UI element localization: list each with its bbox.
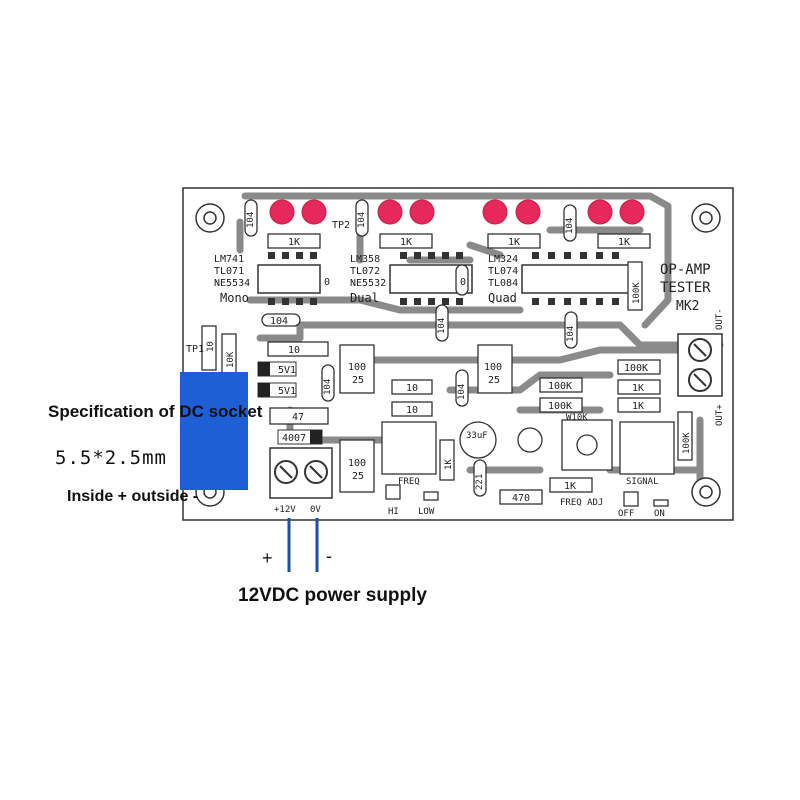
tp1-label: TP1 [186, 344, 204, 355]
diodes [257, 361, 323, 445]
ic-pins [268, 252, 619, 305]
quad-label: Quad [488, 291, 517, 305]
diode-4007: 4007 [282, 433, 306, 444]
freq-hi: HI [388, 507, 399, 517]
dc-socket [180, 372, 248, 490]
signal-label: SIGNAL [626, 477, 659, 487]
socket-size-label: 5.5*2.5mm [55, 447, 167, 469]
freq-adj: FREQ ADJ [560, 498, 603, 508]
dual-chip-2: NE5532 [350, 278, 386, 289]
cap-104-c: 104 [357, 212, 367, 228]
plus-sign: + [262, 548, 273, 568]
ecap-a-val: 100 [348, 362, 366, 373]
freq-low: LOW [418, 507, 435, 517]
led-res-1: 1K [288, 237, 300, 248]
mono-chip-0: LM741 [214, 254, 244, 265]
polarity-label: Inside + outside - [67, 488, 199, 505]
res-1k-b: 1K [632, 401, 644, 412]
cap-104-g: 104 [323, 379, 333, 395]
title-line1: OP-AMP [660, 262, 711, 278]
res-1k-c: 1K [564, 481, 576, 492]
res-100k-a: 100K [548, 381, 572, 392]
cap-0: 0 [460, 277, 466, 288]
res-10-b: 10 [406, 383, 418, 394]
v0-label: 0V [310, 505, 321, 515]
res-470: 470 [512, 493, 530, 504]
switches [381, 419, 675, 507]
tp2-label: TP2 [332, 220, 350, 231]
power-terminal [269, 447, 333, 499]
mono-chip-1: TL071 [214, 266, 244, 277]
signal-on: ON [654, 509, 665, 519]
electrolytic-caps [339, 344, 513, 493]
cap-104-b: 104 [246, 212, 256, 228]
res-1k-a: 1K [632, 383, 644, 394]
output-terminal [677, 333, 723, 397]
ceramic-caps [244, 199, 578, 497]
dual-chip-0: LM358 [350, 254, 380, 265]
res-1k-vert: 1K [444, 459, 454, 470]
res-100k-vert-b: 100K [682, 432, 692, 454]
quad-chip-0: LM324 [488, 254, 518, 265]
mono-label: Mono [220, 291, 249, 305]
cap-104-h: 104 [457, 384, 467, 400]
res-47: 47 [292, 412, 304, 423]
v12-label: +12V [274, 505, 296, 515]
cap-104-e: 104 [437, 318, 447, 334]
quad-chip-1: TL074 [488, 266, 518, 277]
signal-off: OFF [618, 509, 634, 519]
res-10-a: 10 [288, 345, 300, 356]
mono-chip-2: NE5534 [214, 278, 250, 289]
cap-104-d: 104 [565, 218, 575, 234]
ic-sockets [257, 264, 631, 294]
zener-1: 5V1 [278, 365, 296, 376]
socket-spec-label: Specification of DC socket [48, 402, 263, 421]
dual-label: Dual [350, 291, 379, 305]
dual-chip-1: TL072 [350, 266, 380, 277]
ecap-c-volt: 25 [352, 471, 364, 482]
title-line2: TESTER [660, 280, 711, 296]
resistors [201, 233, 693, 505]
cap-0-b: 0 [324, 277, 330, 288]
out-plus: OUT+ [715, 404, 725, 426]
pot-label: W10K [566, 413, 588, 423]
ecap-a-volt: 25 [352, 375, 364, 386]
ecap-c-val: 100 [348, 458, 366, 469]
cap-221: 221 [475, 474, 485, 490]
led-res-4: 1K [618, 237, 630, 248]
minus-sign: - [326, 546, 332, 566]
quad-chip-2: TL084 [488, 278, 518, 289]
leds [269, 199, 645, 225]
ecap-b-val: 100 [484, 362, 502, 373]
ecap-b-volt: 25 [488, 375, 500, 386]
led-res-2: 1K [400, 237, 412, 248]
cap-104-f: 104 [566, 326, 576, 342]
cap-104-a: 104 [270, 316, 288, 327]
zener-2: 5V1 [278, 386, 296, 397]
res-10-c: 10 [406, 405, 418, 416]
title-line3: MK2 [676, 299, 699, 314]
freq-label: FREQ [398, 477, 420, 487]
res-100k-c: 100K [624, 363, 648, 374]
led-res-3: 1K [508, 237, 520, 248]
res-100k-b: 100K [548, 401, 572, 412]
power-supply-label: 12VDC power supply [238, 585, 427, 606]
cap-33uf: 33uF [466, 431, 488, 441]
res-10-vert: 10 [206, 341, 216, 352]
out-minus: OUT- [715, 308, 725, 330]
res-10k-vert: 10K [226, 351, 236, 368]
res-100k-vert-a: 100K [632, 282, 642, 304]
